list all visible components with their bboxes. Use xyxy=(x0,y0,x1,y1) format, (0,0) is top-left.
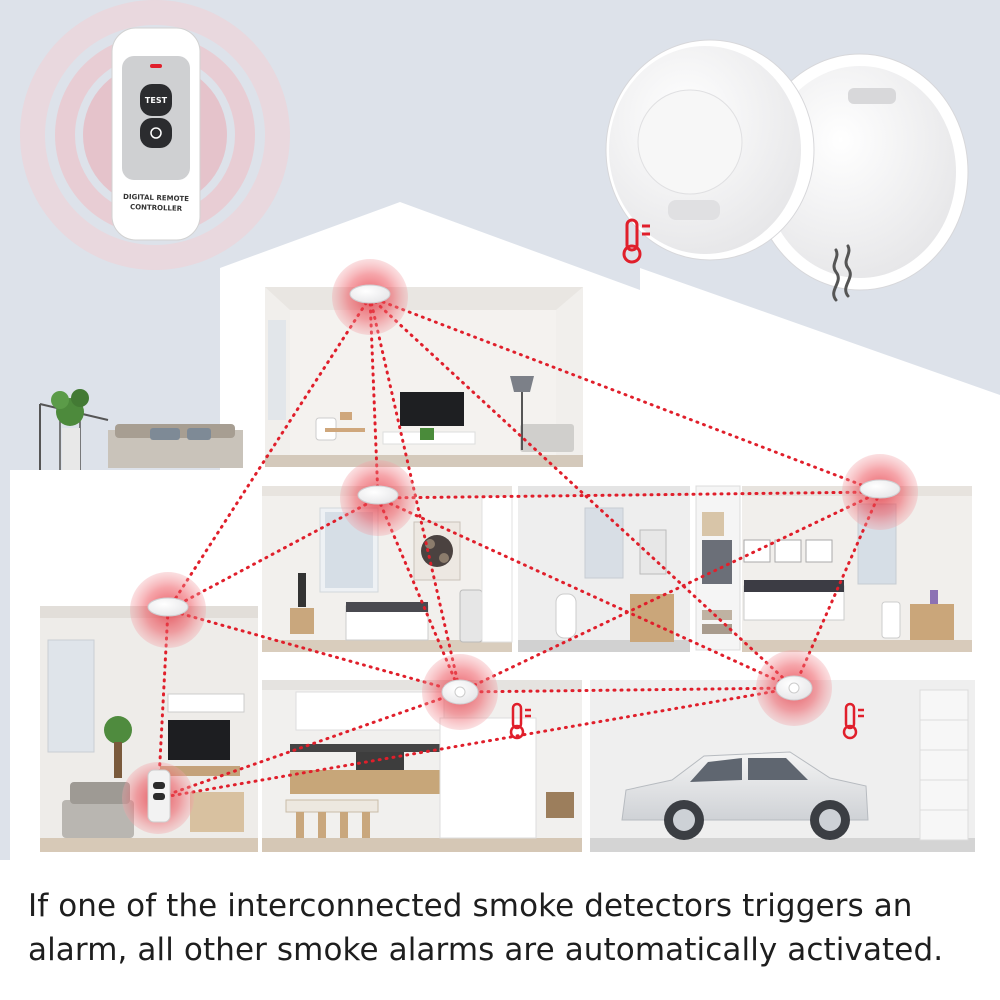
remote-label-line2: CONTROLLER xyxy=(130,203,183,213)
smoke-detector-product xyxy=(751,53,969,291)
caption: If one of the interconnected smoke detec… xyxy=(28,884,988,972)
remote-test-label: TEST xyxy=(145,96,168,105)
heat-detector-kitchen xyxy=(422,654,498,730)
room-ground-kitchen xyxy=(262,680,582,852)
smoke-detector-ground-living xyxy=(130,572,206,648)
thermometer-icon xyxy=(509,702,531,740)
remote-in-living-room xyxy=(122,762,194,834)
room-middle-bathroom xyxy=(518,486,690,652)
remote-controller-large: TEST DIGITAL REMOTE CONTROLLER xyxy=(20,0,290,270)
room-top-living xyxy=(265,287,583,467)
smoke-detector-middle-right-bedroom xyxy=(842,454,918,530)
balcony xyxy=(39,389,243,470)
caption-line-2: alarm, all other smoke alarms are automa… xyxy=(28,932,944,968)
smoke-detector-middle-bedroom xyxy=(340,460,416,536)
caption-background xyxy=(0,860,1000,1000)
heat-detector-product xyxy=(605,39,815,261)
thermometer-icon xyxy=(842,702,864,740)
heat-detector-garage xyxy=(756,650,832,726)
smoke-icon xyxy=(832,244,852,302)
car xyxy=(621,751,869,840)
remote-label-line1: DIGITAL REMOTE xyxy=(123,193,189,203)
smoke-detector-top-room xyxy=(332,259,408,335)
room-closet xyxy=(695,485,741,651)
caption-line-1: If one of the interconnected smoke detec… xyxy=(28,888,913,924)
thermometer-icon xyxy=(622,218,650,264)
